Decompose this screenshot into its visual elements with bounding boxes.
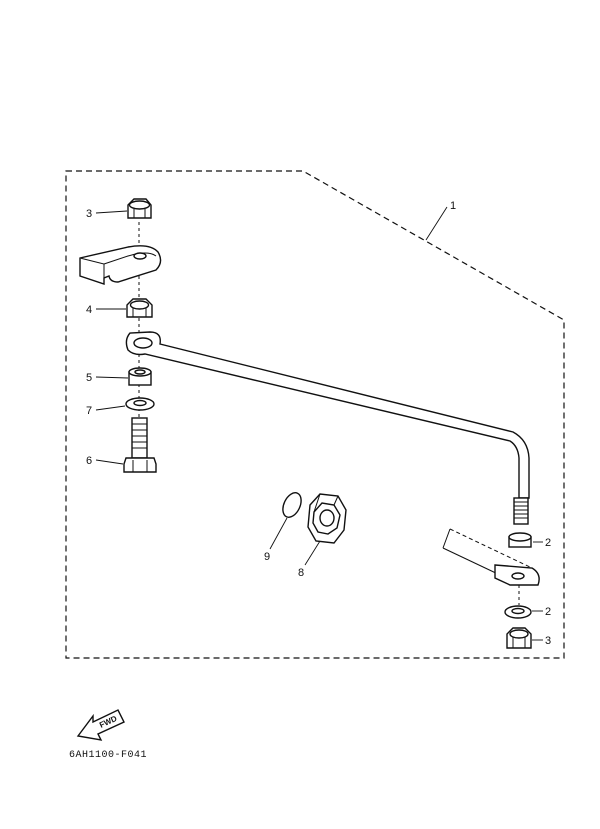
nut-8	[307, 493, 347, 544]
washer-2-lower	[504, 605, 532, 619]
callout-8: 8	[298, 567, 304, 579]
leader-3-top	[95, 210, 128, 214]
leader-9	[269, 517, 288, 550]
callout-3-bottom: 3	[545, 635, 551, 647]
callout-5: 5	[86, 372, 92, 384]
collar-5	[128, 367, 152, 386]
nut-4	[126, 298, 153, 318]
leader-5	[95, 376, 129, 379]
bolt-6	[123, 417, 157, 473]
callout-6: 6	[86, 455, 92, 467]
washer-7	[125, 397, 155, 411]
leader-6	[95, 459, 124, 465]
lock-nut-top	[127, 198, 152, 219]
leader-7	[95, 405, 126, 411]
callout-3-top: 3	[86, 208, 92, 220]
callout-4: 4	[86, 304, 92, 316]
washer-2-upper	[508, 532, 532, 548]
callout-2-upper: 2	[545, 537, 551, 549]
kit-boundary	[65, 170, 565, 659]
callout-9: 9	[264, 551, 270, 563]
lock-nut-bottom	[506, 627, 532, 649]
callout-1: 1	[450, 200, 456, 212]
o-ring-9	[282, 492, 302, 518]
forward-arrow-icon: FWD	[76, 709, 125, 741]
callout-2-lower: 2	[545, 606, 551, 618]
callout-7: 7	[86, 405, 92, 417]
steering-bracket	[79, 245, 162, 285]
leader-8	[304, 540, 321, 566]
leader-1	[425, 206, 448, 241]
diagram-code: 6AH1100-F041	[69, 750, 147, 761]
steering-link-rod	[125, 331, 530, 525]
